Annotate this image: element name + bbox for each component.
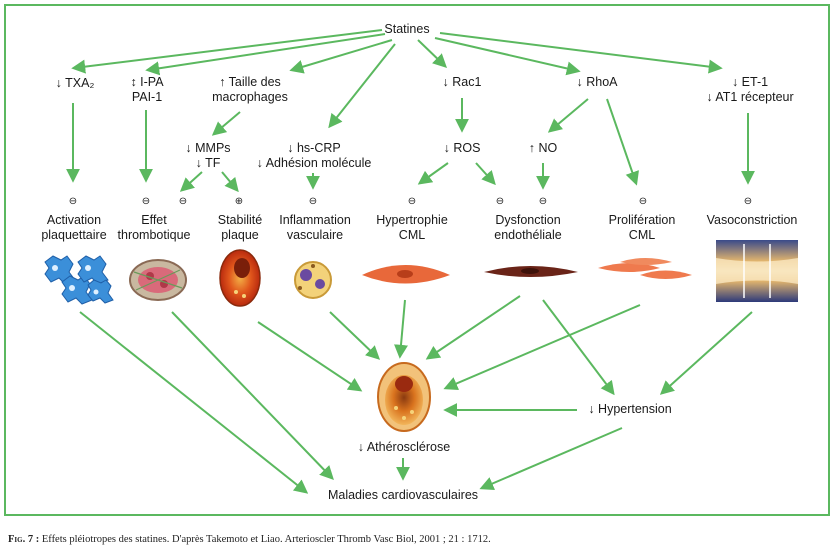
minus-sign: ⊖ xyxy=(142,196,150,207)
node-atherosclerose: ↓ Athérosclérose xyxy=(357,440,451,454)
arrow xyxy=(328,43,396,129)
figure-frame xyxy=(4,4,830,516)
inflammatory-cell-icon xyxy=(294,261,332,299)
arrow xyxy=(329,311,381,360)
node-et1-at1: ↓ ET-1 ↓ AT1 récepteur xyxy=(706,75,794,104)
node-no: ↑ NO xyxy=(528,141,558,155)
node-stabilite-plaque: Stabilité plaque xyxy=(217,213,263,242)
minus-sign: ⊖ xyxy=(639,196,647,207)
smooth-muscle-cell-icon xyxy=(362,265,450,284)
node-effet-thrombotique: Effet thrombotique xyxy=(117,213,191,242)
arrow xyxy=(542,299,615,396)
node-inflammation-vasculaire: Inflammation vasculaire xyxy=(279,213,351,242)
arrow xyxy=(79,311,309,494)
arrow xyxy=(479,427,623,491)
node-ipa-pai1: ↕ I-PA PAI-1 xyxy=(130,75,164,104)
arrow xyxy=(289,39,393,74)
caption-text: Effets pléiotropes des statines. D'après… xyxy=(39,534,491,545)
node-maladies-cardiovasculaires: Maladies cardiovasculaires xyxy=(327,488,479,502)
arrow xyxy=(425,295,521,360)
arrow xyxy=(659,311,753,395)
arrow xyxy=(211,111,241,136)
node-proliferation-cml: Prolifération CML xyxy=(608,213,676,242)
arrow xyxy=(434,37,581,76)
node-hypertrophie-cml: Hypertrophie CML xyxy=(376,213,448,242)
arrow xyxy=(394,299,408,359)
arrow xyxy=(439,32,723,74)
arrow xyxy=(179,171,203,192)
plaque-cross-section-icon xyxy=(219,249,261,307)
node-txa2: ↓ TXA₂ xyxy=(55,76,95,90)
thrombus-icon xyxy=(129,259,187,301)
arrow xyxy=(475,162,496,186)
arrow xyxy=(257,321,363,392)
arrow xyxy=(221,171,239,193)
node-statines: Statines xyxy=(384,22,430,36)
node-vasoconstriction: Vasoconstriction xyxy=(706,213,798,227)
endothelial-cell-icon xyxy=(484,266,578,277)
minus-sign: ⊖ xyxy=(539,196,547,207)
node-activation-plaquettaire: Activation plaquettaire xyxy=(41,213,107,242)
arrow xyxy=(547,98,589,133)
node-hypertension: ↓ Hypertension xyxy=(588,402,672,416)
minus-sign: ⊖ xyxy=(309,196,317,207)
arrow xyxy=(417,39,448,68)
minus-sign: ⊖ xyxy=(408,196,416,207)
minus-sign: ⊖ xyxy=(179,196,187,207)
node-rac1: ↓ Rac1 xyxy=(442,75,482,89)
atheroma-artery-icon xyxy=(377,362,431,432)
minus-sign: ⊖ xyxy=(496,196,504,207)
plus-sign: ⊕ xyxy=(235,196,243,207)
arrow xyxy=(171,311,334,481)
node-hscrp-adhesion: ↓ hs-CRP ↓ Adhésion molécule xyxy=(256,141,372,170)
arrow xyxy=(145,33,386,76)
figure-caption: Fig. 7 : Effets pléiotropes des statines… xyxy=(8,534,491,545)
node-mmps-tf: ↓ MMPs ↓ TF xyxy=(185,141,231,170)
arrow xyxy=(443,304,641,391)
arrow xyxy=(71,29,383,74)
node-rhoa: ↓ RhoA xyxy=(576,75,618,89)
arrow xyxy=(606,98,639,186)
node-dysfonction-endotheliale: Dysfonction endothéliale xyxy=(494,213,562,242)
minus-sign: ⊖ xyxy=(69,196,77,207)
node-ros: ↓ ROS xyxy=(443,141,481,155)
minus-sign: ⊖ xyxy=(744,196,752,207)
node-taille-macrophages: ↑ Taille des macrophages xyxy=(212,75,288,104)
arrow xyxy=(417,162,449,185)
caption-label: Fig. 7 : xyxy=(8,534,40,545)
constricted-vessel-icon xyxy=(716,240,798,302)
platelet-cluster-icon xyxy=(44,255,114,305)
proliferating-cells-icon xyxy=(598,258,692,279)
